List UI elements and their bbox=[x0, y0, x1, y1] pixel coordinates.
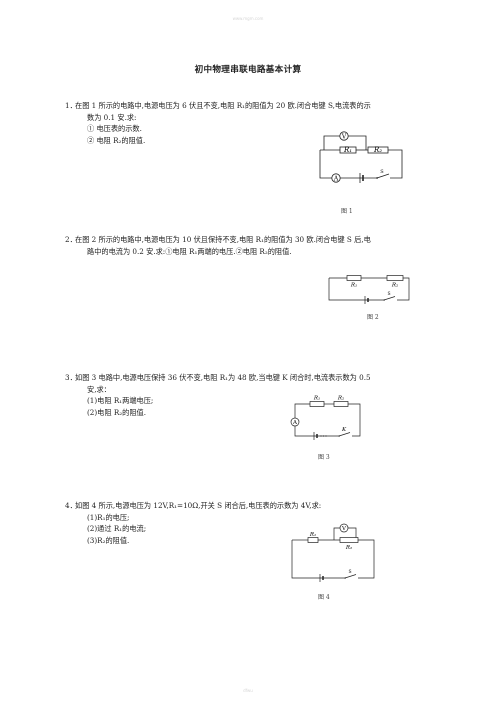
question-2: 2． 在图 2 所示的电路中,电源电压为 10 伏且保持不变,电阻 R₁的阻值为… bbox=[65, 234, 440, 257]
resistor-r1 bbox=[309, 401, 325, 407]
circuit-diagram-4: V R₁ R₂ S bbox=[291, 523, 375, 582]
switch-s bbox=[383, 296, 397, 303]
r2-label: R₂ bbox=[337, 396, 344, 402]
circuit-diagram-3: A R₁ R₂ K bbox=[290, 396, 361, 440]
resistor-r2 bbox=[333, 401, 349, 407]
resistor-r1 bbox=[346, 275, 362, 281]
switch-label: S bbox=[387, 291, 390, 297]
question-subitem: (2)通过 R₁的电流; bbox=[87, 524, 147, 533]
switch-label: S bbox=[348, 569, 351, 575]
question-number: 1． bbox=[65, 101, 77, 110]
figure-caption-1: 图 1 bbox=[341, 208, 353, 215]
question-subitem: (1)R₁的电压; bbox=[87, 512, 130, 522]
question-text-line: 数为 0.1 安.求: bbox=[87, 112, 137, 122]
resistor-r1 bbox=[307, 537, 319, 543]
voltmeter bbox=[339, 131, 349, 141]
r1-label: R₁ bbox=[350, 283, 357, 289]
r2-label: R₂ bbox=[373, 146, 382, 154]
r1-label: R₁ bbox=[313, 396, 320, 402]
r2-label: R₂ bbox=[345, 545, 352, 551]
switch-s bbox=[376, 173, 390, 181]
switch-label: K bbox=[341, 427, 347, 433]
question-text-line: 在图 1 所示的电路中,电源电压为 6 伏且不变,电阻 R₁的阻值为 20 欧.… bbox=[75, 101, 371, 110]
voltmeter bbox=[339, 523, 349, 533]
switch-label: S bbox=[380, 169, 384, 175]
question-text-line: 如图 3 电路中,电源电压保持 36 伏不变,电阻 R₁为 48 欧,当电键 K… bbox=[75, 373, 371, 382]
switch-s bbox=[344, 574, 358, 581]
resistor-r2 bbox=[339, 537, 359, 543]
question-text-line: 如图 4 所示,电源电压为 12V,R₁=10Ω,开关 S 闭合后,电压表的示数… bbox=[75, 501, 322, 510]
ammeter bbox=[290, 417, 300, 427]
question-number: 4． bbox=[65, 501, 77, 510]
watermark-bottom: dfwu bbox=[243, 688, 253, 693]
figure-caption-3: 图 3 bbox=[318, 454, 330, 461]
figure-caption-2: 图 2 bbox=[367, 314, 379, 321]
question-text-line: 路中的电流为 0.2 安.求:①电阻 R₁两端的电压.②电阻 R₂的阻值. bbox=[87, 246, 292, 256]
question-number: 3． bbox=[65, 373, 77, 382]
battery-dots bbox=[320, 435, 327, 437]
r2-label: R₂ bbox=[391, 283, 398, 289]
switch-k bbox=[338, 432, 352, 439]
resistor-r2 bbox=[386, 275, 404, 281]
resistor-r1 bbox=[339, 146, 357, 154]
circuit-diagram-2: R₁ R₂ S bbox=[328, 275, 410, 304]
question-3: 3． 如图 3 电路中,电源电压保持 36 伏不变,电阻 R₁为 48 欧,当电… bbox=[65, 372, 440, 418]
r1-label: R₁ bbox=[343, 146, 352, 154]
question-subitem: (2)电阻 R₂的阻值. bbox=[87, 407, 146, 417]
ammeter-label: A bbox=[333, 175, 339, 182]
question-4: 4． 如图 4 所示,电源电压为 12V,R₁=10Ω,开关 S 闭合后,电压表… bbox=[65, 500, 440, 546]
circuit-diagram-1: V A R₁ R₂ S bbox=[319, 131, 403, 183]
r1-label: R₁ bbox=[309, 532, 316, 538]
voltmeter-label: V bbox=[341, 526, 347, 532]
resistor-r2 bbox=[367, 146, 389, 154]
ammeter bbox=[331, 173, 341, 183]
question-subitem: ② 电阻 R₂的阻值. bbox=[87, 135, 146, 145]
question-1: 1． 在图 1 所示的电路中,电源电压为 6 伏且不变,电阻 R₁的阻值为 20… bbox=[65, 100, 440, 146]
question-text-line: 在图 2 所示的电路中,电源电压为 10 伏且保持不变,电阻 R₁的阻值为 30… bbox=[75, 235, 371, 244]
question-subitem: ① 电压表的示数. bbox=[87, 124, 142, 133]
question-subitem: (1)电阻 R₁两端电压; bbox=[87, 396, 154, 405]
voltmeter-label: V bbox=[341, 133, 347, 140]
question-subitem: (3)R₂的阻值. bbox=[87, 535, 130, 545]
question-number: 2． bbox=[65, 235, 77, 244]
page-title: 初中物理串联电路基本计算 bbox=[194, 65, 302, 75]
question-text-line: 安,求： bbox=[87, 384, 111, 394]
watermark-top: www.mgm.com bbox=[232, 16, 264, 21]
ammeter-label: A bbox=[292, 420, 298, 426]
figure-caption-4: 图 4 bbox=[318, 594, 330, 601]
